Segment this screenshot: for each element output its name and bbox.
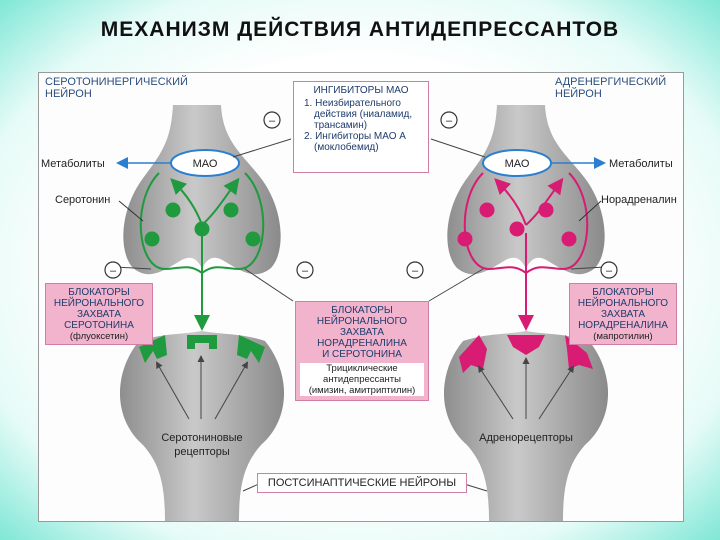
right-metabolites-label: Метаболиты bbox=[609, 158, 673, 170]
svg-text:–: – bbox=[302, 265, 309, 277]
serotonin-vesicle bbox=[245, 231, 261, 247]
left-receptor-center bbox=[187, 335, 217, 349]
svg-text:–: – bbox=[269, 115, 276, 127]
mao-inhibitors-line: 2. Ингибиторы МАО А bbox=[304, 131, 406, 142]
noradrenaline-vesicle bbox=[561, 231, 577, 247]
serotonin-vesicle bbox=[144, 231, 160, 247]
right-presynaptic-neuron bbox=[447, 105, 605, 275]
slide-title: МЕХАНИЗМ ДЕЙСТВИЯ АНТИДЕПРЕССАНТОВ bbox=[100, 18, 620, 41]
minus-marker: – bbox=[263, 111, 281, 129]
serotonin-pointer bbox=[118, 200, 144, 222]
tricyclic-pointer-left bbox=[244, 268, 294, 302]
svg-text:–: – bbox=[412, 265, 419, 277]
serotonin-reuptake-blocker-box: БЛОКАТОРЫ НЕЙРОНАЛЬНОГО ЗАХВАТА СЕРОТОНИ… bbox=[45, 283, 153, 345]
right-mao-label: МАО bbox=[505, 158, 530, 170]
minus-marker: – bbox=[296, 261, 314, 279]
serotonin-pathway bbox=[139, 172, 265, 331]
mao-inhibitors-line: действия (ниаламид, bbox=[314, 109, 413, 120]
mao-inhibitors-line: 1. Неизбирательного bbox=[304, 98, 401, 109]
tricyclic-subtitle: Трициклические bbox=[326, 363, 398, 374]
serotonin-label: Серотонин bbox=[55, 194, 110, 206]
postsynaptic-neurons-label: ПОСТСИНАПТИЧЕСКИЕ НЕЙРОНЫ bbox=[257, 473, 467, 493]
right-receptor-left bbox=[459, 335, 487, 373]
left-metabolites-label: Метаболиты bbox=[41, 158, 105, 170]
serotonin-vesicle bbox=[223, 202, 239, 218]
serotonin-vesicle bbox=[165, 202, 181, 218]
minus-marker: – bbox=[440, 111, 458, 129]
mao-inhibitors-title: ИНГИБИТОРЫ МАО bbox=[313, 85, 409, 96]
serotonin-receptors-label-2: рецепторы bbox=[174, 446, 230, 458]
noradrenaline-pointer bbox=[578, 200, 602, 222]
noradrenaline-pathway bbox=[463, 172, 589, 331]
svg-text:–: – bbox=[110, 265, 117, 277]
mao-inhibit-line-left bbox=[232, 138, 292, 158]
noradrenaline-reuptake-blocker-box: БЛОКАТОРЫ НЕЙРОНАЛЬНОГО ЗАХВАТА НОРАДРЕН… bbox=[569, 283, 677, 345]
svg-text:–: – bbox=[606, 265, 613, 277]
mao-inhibitors-box: ИНГИБИТОРЫ МАО 1. Неизбирательного дейст… bbox=[293, 81, 429, 173]
left-receptor-right bbox=[237, 335, 265, 363]
right-receptor-pointers bbox=[477, 357, 575, 420]
svg-text:–: – bbox=[446, 115, 453, 127]
serotonin-blocker-example: (флуоксетин) bbox=[69, 331, 129, 342]
noradrenaline-vesicle bbox=[509, 221, 525, 237]
minus-marker: – bbox=[104, 261, 122, 279]
right-receptor-center bbox=[507, 335, 545, 355]
right-blocker-pointer bbox=[570, 266, 606, 270]
left-receptor-pointers bbox=[156, 355, 248, 420]
left-presynaptic-neuron bbox=[123, 105, 281, 275]
left-receptor-left bbox=[139, 335, 167, 363]
tricyclic-subtitle: антидепрессанты bbox=[323, 374, 401, 385]
left-mao-label: МАО bbox=[193, 158, 218, 170]
noradrenaline-blocker-example: (мапротилин) bbox=[593, 331, 653, 342]
left-postsynaptic-neuron bbox=[119, 331, 285, 521]
mao-inhibitors-line: трансамин) bbox=[314, 120, 368, 131]
diagram-frame: МАО МАО Метаболиты Метаболиты Серотонин … bbox=[38, 72, 684, 522]
minus-marker: – bbox=[600, 261, 618, 279]
noradrenaline-vesicle bbox=[479, 202, 495, 218]
noradrenaline-label: Норадреналин bbox=[601, 194, 677, 206]
mao-inhibit-line-right bbox=[430, 138, 486, 158]
right-postsynaptic-neuron bbox=[443, 331, 609, 521]
minus-marker: – bbox=[406, 261, 424, 279]
noradrenaline-vesicle bbox=[457, 231, 473, 247]
right-neuron-title: АДРЕНЕРГИЧЕСКИЙ НЕЙРОН bbox=[555, 76, 667, 100]
tricyclic-pointer-right bbox=[428, 268, 484, 302]
noradrenaline-vesicle bbox=[538, 202, 554, 218]
mao-inhibitors-line: (моклобемид) bbox=[314, 142, 379, 153]
serotonin-vesicle bbox=[194, 221, 210, 237]
serotonin-receptors-label-1: Серотониновые bbox=[161, 432, 242, 444]
tricyclic-antidepressants-box: БЛОКАТОРЫ НЕЙРОНАЛЬНОГО ЗАХВАТА НОРАДРЕН… bbox=[295, 301, 429, 401]
tricyclic-examples: (имизин, амитриптилин) bbox=[308, 385, 416, 396]
adrenoreceptors-label: Адренорецепторы bbox=[479, 432, 573, 444]
left-neuron-title: СЕРОТОНИНЕРГИЧЕСКИЙ НЕЙРОН bbox=[45, 76, 188, 100]
